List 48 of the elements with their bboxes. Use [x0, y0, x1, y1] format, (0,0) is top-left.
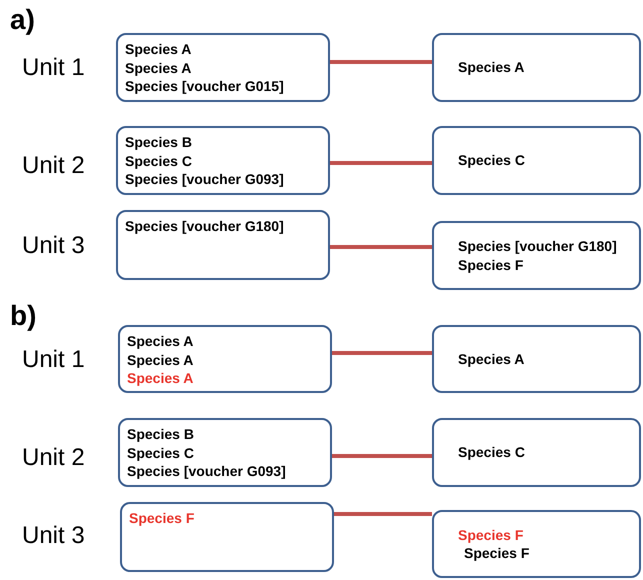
species-name: Species F	[458, 526, 524, 544]
species-box	[432, 418, 641, 487]
species-name: Species C	[458, 151, 526, 170]
connector-line	[330, 245, 432, 249]
panel-label: a)	[10, 4, 35, 36]
connector-line	[334, 512, 432, 516]
species-box	[432, 221, 641, 290]
species-box	[116, 126, 330, 195]
unit-label: Unit 2	[22, 152, 85, 180]
connector-line	[330, 161, 432, 165]
species-name: Species C	[125, 152, 193, 170]
species-name: Species A	[127, 350, 194, 369]
species-name: Species A	[127, 332, 194, 350]
species-name: Species B	[125, 133, 193, 152]
species-name: Species [voucher G180]	[125, 217, 285, 236]
species-name: Species [voucher G015]	[125, 77, 285, 96]
species-box	[432, 126, 641, 195]
species-name: Species C	[458, 443, 526, 462]
unit-label: Unit 1	[22, 54, 85, 82]
unit-label: Unit 3	[22, 522, 85, 550]
species-name: Species F	[458, 256, 524, 274]
species-name: Species C	[127, 444, 195, 462]
unit-label: Unit 1	[22, 346, 85, 374]
species-box	[116, 33, 330, 102]
connector-line	[332, 351, 432, 355]
species-name: Species [voucher G180]	[458, 237, 618, 256]
species-box	[116, 210, 330, 280]
species-name: Species A	[125, 58, 192, 77]
species-name: Species F	[463, 544, 530, 562]
unit-label: Unit 3	[22, 232, 85, 260]
species-name: Species [voucher G093]	[125, 170, 285, 188]
species-name: Species A	[458, 350, 526, 368]
connector-line	[330, 60, 432, 64]
panel-label: b)	[10, 300, 36, 332]
species-box	[432, 510, 641, 578]
species-box	[120, 502, 334, 572]
species-box	[118, 418, 332, 487]
species-box	[432, 325, 641, 393]
species-name: Species F	[129, 509, 196, 528]
species-box	[432, 33, 641, 102]
species-name: Species A	[127, 369, 194, 388]
species-name: Species B	[127, 425, 195, 444]
species-box	[118, 325, 332, 393]
species-name: Species [voucher G093]	[127, 462, 287, 480]
species-name: Species A	[458, 58, 526, 77]
unit-label: Unit 2	[22, 444, 85, 472]
species-name: Species A	[125, 40, 192, 58]
connector-line	[332, 454, 432, 458]
